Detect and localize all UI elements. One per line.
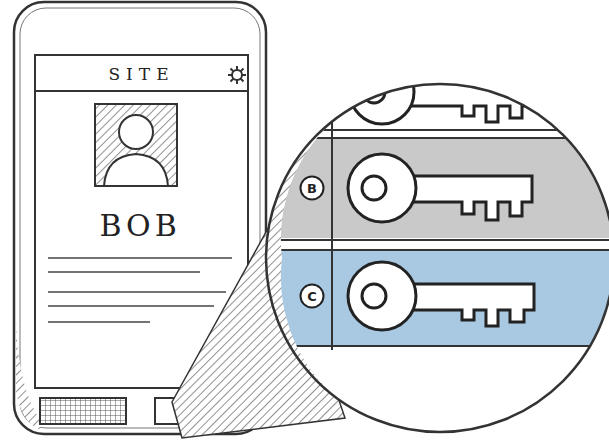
- avatar: [95, 104, 177, 186]
- site-title: SITE: [108, 64, 174, 84]
- magnified-key-list: [260, 60, 609, 442]
- user-name: BOB: [100, 208, 181, 243]
- header-divider: [35, 90, 248, 92]
- row-letter: C: [307, 289, 317, 304]
- row-letter: B: [307, 181, 317, 196]
- magnifier-lens: [266, 84, 609, 432]
- key-icon: [350, 60, 532, 124]
- phone-button: [40, 398, 126, 424]
- row-letter-circle: C: [299, 283, 325, 309]
- header-band: SITE: [35, 56, 248, 91]
- key-icon: [348, 154, 532, 222]
- gear-icon: [228, 66, 246, 84]
- text-lines: [48, 258, 232, 322]
- row-letter-circle: B: [299, 175, 325, 201]
- key-icon: [348, 262, 534, 330]
